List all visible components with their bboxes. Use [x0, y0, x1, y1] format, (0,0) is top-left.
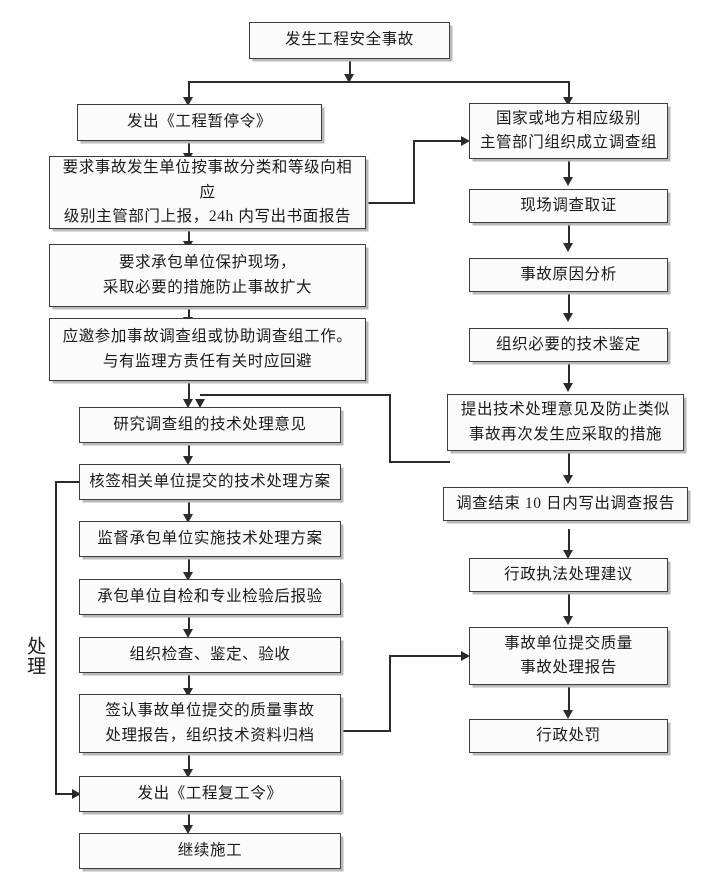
node-start[interactable]: 发生工程安全事故 [249, 22, 450, 59]
edge-l2-r1-v [413, 140, 415, 204]
edge-r5-l5-h-top [200, 394, 391, 396]
edge-start-down [349, 58, 351, 76]
edge-l5-l6-arrow [183, 456, 193, 465]
edge-feedback-v [55, 481, 57, 795]
node-continue-construction[interactable]: 继续施工 [79, 833, 341, 869]
node-issue-resumption-order[interactable]: 发出《工程复工令》 [79, 776, 341, 812]
edge-l9-l10 [188, 673, 190, 690]
edge-r2-r3 [568, 222, 570, 246]
edge-l5-l6 [188, 442, 190, 459]
edge-split-right-arrow [563, 97, 573, 106]
edge-l9-l10-arrow [183, 688, 193, 697]
edge-split-left-arrow [183, 97, 193, 106]
edge-l10-l11 [188, 752, 190, 771]
node-site-investigation[interactable]: 现场调查取证 [469, 189, 668, 223]
edge-r3-r4 [568, 292, 570, 316]
edge-feedback-h-bottom [55, 793, 74, 795]
edge-r5-r6 [568, 450, 570, 478]
edge-l11-l12-arrow [183, 825, 193, 834]
edge-split-bus [188, 81, 570, 83]
edge-l11-l12 [188, 812, 190, 828]
edge-l10-l11-arrow [183, 769, 193, 778]
edge-r6-r7-arrow [563, 550, 573, 559]
edge-l3-l4 [188, 306, 190, 320]
node-investigation-report[interactable]: 调查结束 10 日内写出调查报告 [443, 487, 688, 521]
edge-r5-l5-v [389, 394, 391, 463]
node-sign-accident-report-archive[interactable]: 签认事故单位提交的质量事故 处理报告，组织技术资料归档 [79, 694, 341, 753]
edge-l10-r8-h1 [341, 730, 391, 732]
node-organize-inspection-acceptance[interactable]: 组织检查、鉴定、验收 [79, 637, 341, 673]
node-administrative-penalty[interactable]: 行政处罚 [469, 719, 668, 753]
edge-l2-r1-h1 [366, 202, 415, 204]
edge-r4-r5-arrow [563, 383, 573, 392]
edge-r4-r5 [568, 362, 570, 386]
edge-feedback-arrow [72, 789, 81, 799]
node-join-investigation-group[interactable]: 应邀参加事故调查组或协助调查组工作。 与有监理方责任有关时应回避 [49, 318, 366, 381]
edge-r5-l5-arrow [195, 399, 205, 408]
edge-r1-r2 [568, 158, 570, 180]
edge-l10-r8-v [389, 655, 391, 732]
node-protect-site[interactable]: 要求承包单位保护现场， 采取必要的措施防止事故扩大 [49, 244, 366, 307]
edge-split-right-down [568, 81, 570, 100]
edge-r7-r8-arrow [563, 616, 573, 625]
side-label-handling: 处理 [24, 636, 46, 676]
edge-r7-r8 [568, 592, 570, 619]
edge-r8-r9-arrow [563, 710, 573, 719]
node-accident-unit-submit-report[interactable]: 事故单位提交质量 事故处理报告 [469, 627, 668, 685]
edge-l2-r1-h2 [413, 140, 463, 142]
node-propose-measures[interactable]: 提出技术处理意见及防止类似 事故再次发生应采取的措施 [447, 394, 684, 451]
edge-l4-l5-arrow [183, 399, 193, 408]
edge-l6-l7 [188, 499, 190, 516]
node-supervise-implementation[interactable]: 监督承包单位实施技术处理方案 [79, 521, 341, 557]
edge-l10-r8-arrow [461, 651, 470, 661]
edge-r3-r4-arrow [563, 313, 573, 322]
node-report-to-authority[interactable]: 要求事故发生单位按事故分类和等级向相应 级别主管部门上报，24h 内写出书面报告 [49, 156, 366, 229]
edge-l4-l5 [188, 380, 190, 402]
edge-start-down-arrow [344, 74, 354, 83]
edge-r1-r2-arrow [563, 177, 573, 186]
edge-feedback-h-top [55, 481, 79, 483]
node-establish-investigation-group[interactable]: 国家或地方相应级别 主管部门组织成立调查组 [469, 103, 668, 159]
edge-r5-r6-arrow [563, 475, 573, 484]
edge-l8-l9-arrow [183, 629, 193, 638]
node-cause-analysis[interactable]: 事故原因分析 [469, 258, 668, 292]
edge-r5-l5-h-bottom [389, 461, 450, 463]
node-study-technical-opinion[interactable]: 研究调查组的技术处理意见 [79, 407, 341, 443]
edge-l6-l7-arrow [183, 514, 193, 523]
edge-r8-r9 [568, 686, 570, 713]
node-issue-suspension-order[interactable]: 发出《工程暂停令》 [77, 104, 322, 141]
edge-l8-l9 [188, 614, 190, 631]
edge-l7-l8-arrow [183, 572, 193, 581]
edge-l10-r8-h2 [389, 655, 463, 657]
edge-l2-r1-arrow [461, 136, 470, 146]
node-countersign-technical-plan[interactable]: 核签相关单位提交的技术处理方案 [79, 464, 341, 500]
edge-l7-l8 [188, 557, 190, 574]
edge-l2-l3 [188, 228, 190, 244]
node-administrative-enforcement-advice[interactable]: 行政执法处理建议 [469, 558, 668, 592]
node-contractor-self-inspection[interactable]: 承包单位自检和专业检验后报验 [79, 579, 341, 615]
edge-l1-l2 [188, 140, 190, 156]
edge-split-left-down [188, 81, 190, 100]
edge-r6-r7 [568, 529, 570, 553]
node-technical-appraisal[interactable]: 组织必要的技术鉴定 [469, 328, 668, 362]
edge-r2-r3-arrow [563, 243, 573, 252]
